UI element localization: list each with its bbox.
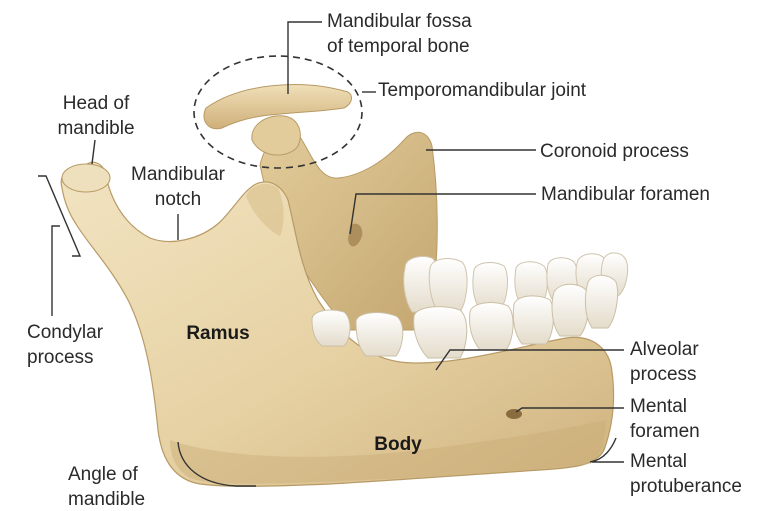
mandible-near	[60, 161, 615, 487]
condylar-bracket	[38, 175, 82, 257]
tmj-highlight-ellipse	[193, 55, 363, 169]
mandibular-foramen-hole	[348, 223, 363, 247]
body-label: Body	[374, 434, 422, 455]
label-mental-protuberance-1: Mental	[630, 451, 688, 472]
leader-mandibular-fossa	[287, 21, 322, 94]
leader-mandibular-foramen	[349, 193, 536, 235]
far-condyle	[251, 115, 301, 156]
label-mandibular-notch-1: Mandibular	[131, 164, 225, 185]
label-condylar-process-2: process	[27, 347, 94, 368]
near-coronoid	[246, 183, 284, 236]
label-alveolar-process-2: process	[630, 364, 697, 385]
label-head-of-mandible-2: mandible	[57, 118, 135, 139]
leader-lines	[38, 21, 624, 487]
label-condylar-process-1: Condylar	[27, 322, 104, 343]
label-head-of-mandible-1: Head of	[62, 93, 130, 114]
leader-alveolar-process	[435, 349, 624, 371]
mandibular-fossa-shape	[203, 84, 352, 130]
label-tmj: Temporomandibular joint	[378, 80, 587, 101]
ramus-label: Ramus	[186, 323, 249, 344]
far-teeth	[403, 252, 629, 313]
label-mandibular-fossa-2: of temporal bone	[327, 36, 470, 57]
label-coronoid-process: Coronoid process	[540, 141, 689, 162]
label-mental-foramen-2: foramen	[630, 421, 700, 442]
label-mandibular-notch-2: notch	[154, 189, 202, 210]
label-alveolar-process-1: Alveolar	[630, 339, 699, 360]
leader-head-of-mandible	[91, 139, 96, 165]
mental-foramen-hole	[506, 409, 522, 419]
label-mental-protuberance-2: protuberance	[630, 476, 742, 497]
label-mandibular-foramen: Mandibular foramen	[541, 184, 710, 205]
near-teeth	[311, 274, 619, 359]
leader-mental-protuberance	[589, 437, 624, 463]
label-angle-of-mandible-1: Angle of	[68, 464, 138, 485]
body-shade	[170, 420, 606, 484]
label-angle-of-mandible-2: mandible	[68, 489, 146, 510]
label-mandibular-fossa-1: Mandibular fossa	[327, 11, 472, 32]
near-condyle-head	[61, 163, 111, 193]
leader-condylar-process	[51, 225, 60, 316]
leader-mental-foramen	[515, 407, 624, 413]
label-mental-foramen-1: Mental	[630, 396, 688, 417]
leader-angle-of-mandible	[177, 441, 256, 487]
